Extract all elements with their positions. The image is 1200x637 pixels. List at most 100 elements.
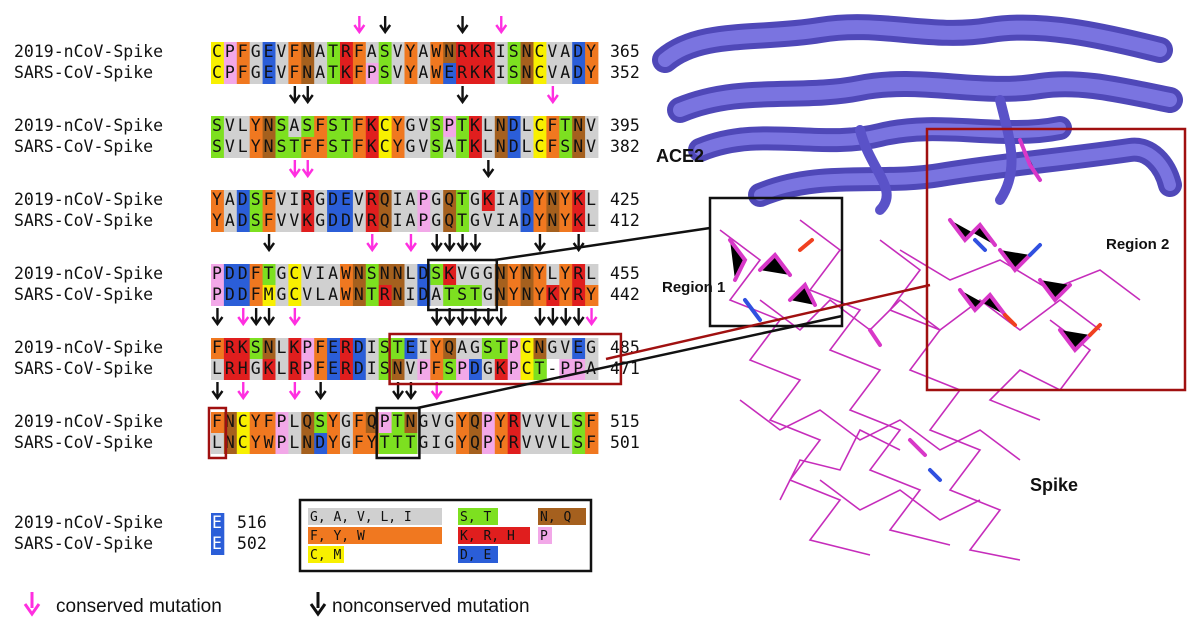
residue-cell	[572, 433, 586, 454]
residue-cell	[443, 359, 457, 380]
residue-letter: C	[535, 116, 545, 135]
residue-letter: V	[431, 412, 441, 431]
residue-letter: P	[418, 359, 428, 378]
residue-cell	[340, 264, 354, 285]
residue-cell	[378, 63, 392, 84]
residue-cell	[314, 42, 328, 63]
residue-letter: F	[238, 63, 248, 82]
residue-letter: A	[418, 63, 428, 82]
residue-cell	[507, 412, 521, 433]
residue-letter: L	[586, 190, 596, 209]
residue-letter: Y	[586, 63, 596, 82]
residue-letter: V	[586, 137, 596, 156]
residue-letter: P	[483, 433, 493, 452]
residue-cell	[456, 433, 470, 454]
residue-cell	[236, 264, 251, 285]
residue-cell	[404, 433, 418, 454]
residue-cell	[585, 412, 599, 433]
residue-letter: E	[264, 63, 274, 82]
residue-cell	[417, 359, 431, 380]
residue-letter: R	[509, 433, 519, 452]
residue-cell	[249, 359, 263, 380]
sequence-name: SARS-CoV-Spike	[14, 359, 153, 378]
residue-cell	[365, 285, 380, 306]
residue-cell	[275, 63, 289, 84]
residue-cell	[211, 137, 225, 158]
residue-cell	[262, 412, 276, 433]
residue-letter: R	[573, 285, 583, 304]
residue-cell	[430, 116, 444, 137]
residue-letter: L	[406, 264, 416, 283]
residue-cell	[275, 190, 289, 211]
residue-letter: S	[328, 137, 338, 156]
residue-cell	[301, 42, 315, 63]
residue-cell	[585, 338, 599, 359]
residue-letter: C	[212, 63, 222, 82]
residue-cell	[249, 42, 263, 63]
residue-letter: K	[470, 116, 480, 135]
residue-cell	[236, 412, 251, 433]
residue-letter: V	[522, 433, 532, 452]
residue-letter: V	[535, 412, 545, 431]
residue-letter: Y	[251, 137, 261, 156]
residue-cell	[585, 211, 599, 232]
residue-letter: N	[354, 264, 364, 283]
residue-letter: T	[328, 42, 338, 61]
svg-text:S, T: S, T	[460, 510, 491, 525]
residue-cell	[211, 338, 225, 359]
residue-cell	[391, 116, 405, 137]
residue-cell	[262, 338, 276, 359]
residue-cell	[443, 338, 457, 359]
svg-text:G, A, V, L, I: G, A, V, L, I	[310, 510, 412, 525]
residue-cell	[533, 264, 547, 285]
svg-text:D, E: D, E	[460, 548, 491, 563]
residue-letter: A	[328, 264, 338, 283]
residue-cell	[417, 137, 431, 158]
residue-cell	[469, 359, 483, 380]
residue-letter: I	[418, 338, 428, 357]
residue-cell	[585, 433, 599, 454]
residue-cell	[301, 63, 315, 84]
residue-cell	[430, 264, 444, 285]
residue-letter: N	[302, 42, 312, 61]
residue-cell	[314, 190, 328, 211]
residue-letter: V	[225, 116, 235, 135]
sequence-name: 2019-nCoV-Spike	[14, 412, 163, 431]
residue-cell	[494, 190, 509, 211]
residue-letter: A	[225, 190, 235, 209]
residue-cell	[236, 63, 251, 84]
residue-cell	[533, 412, 547, 433]
residue-cell	[211, 433, 225, 454]
residue-letter: Y	[212, 211, 222, 230]
residue-cell	[211, 190, 225, 211]
residue-cell	[378, 190, 392, 211]
residue-cell	[469, 190, 483, 211]
residue-letter: A	[586, 359, 596, 378]
residue-cell	[262, 116, 276, 137]
residue-cell	[456, 338, 470, 359]
residue-cell	[365, 211, 380, 232]
residue-letter: N	[522, 63, 532, 82]
residue-cell	[223, 285, 238, 306]
residue-letter: E	[406, 338, 416, 357]
residue-cell	[378, 42, 392, 63]
residue-cell	[223, 338, 238, 359]
color-key-item: F, Y, W	[308, 527, 442, 544]
residue-cell	[301, 264, 315, 285]
residue-letter: A	[509, 190, 519, 209]
nonconserved-arrow	[263, 234, 276, 253]
residue-cell	[365, 359, 380, 380]
spike-label: Spike	[1030, 475, 1078, 495]
residue-letter: L	[522, 116, 532, 135]
residue-letter: C	[238, 412, 248, 431]
residue-cell	[327, 116, 341, 137]
residue-cell	[430, 338, 444, 359]
residue-cell	[443, 63, 457, 84]
residue-cell	[546, 412, 560, 433]
residue-cell	[404, 285, 418, 306]
residue-letter: F	[354, 433, 364, 452]
residue-cell	[559, 285, 573, 306]
nonconserved-arrow	[533, 308, 546, 327]
residue-letter: V	[560, 338, 570, 357]
